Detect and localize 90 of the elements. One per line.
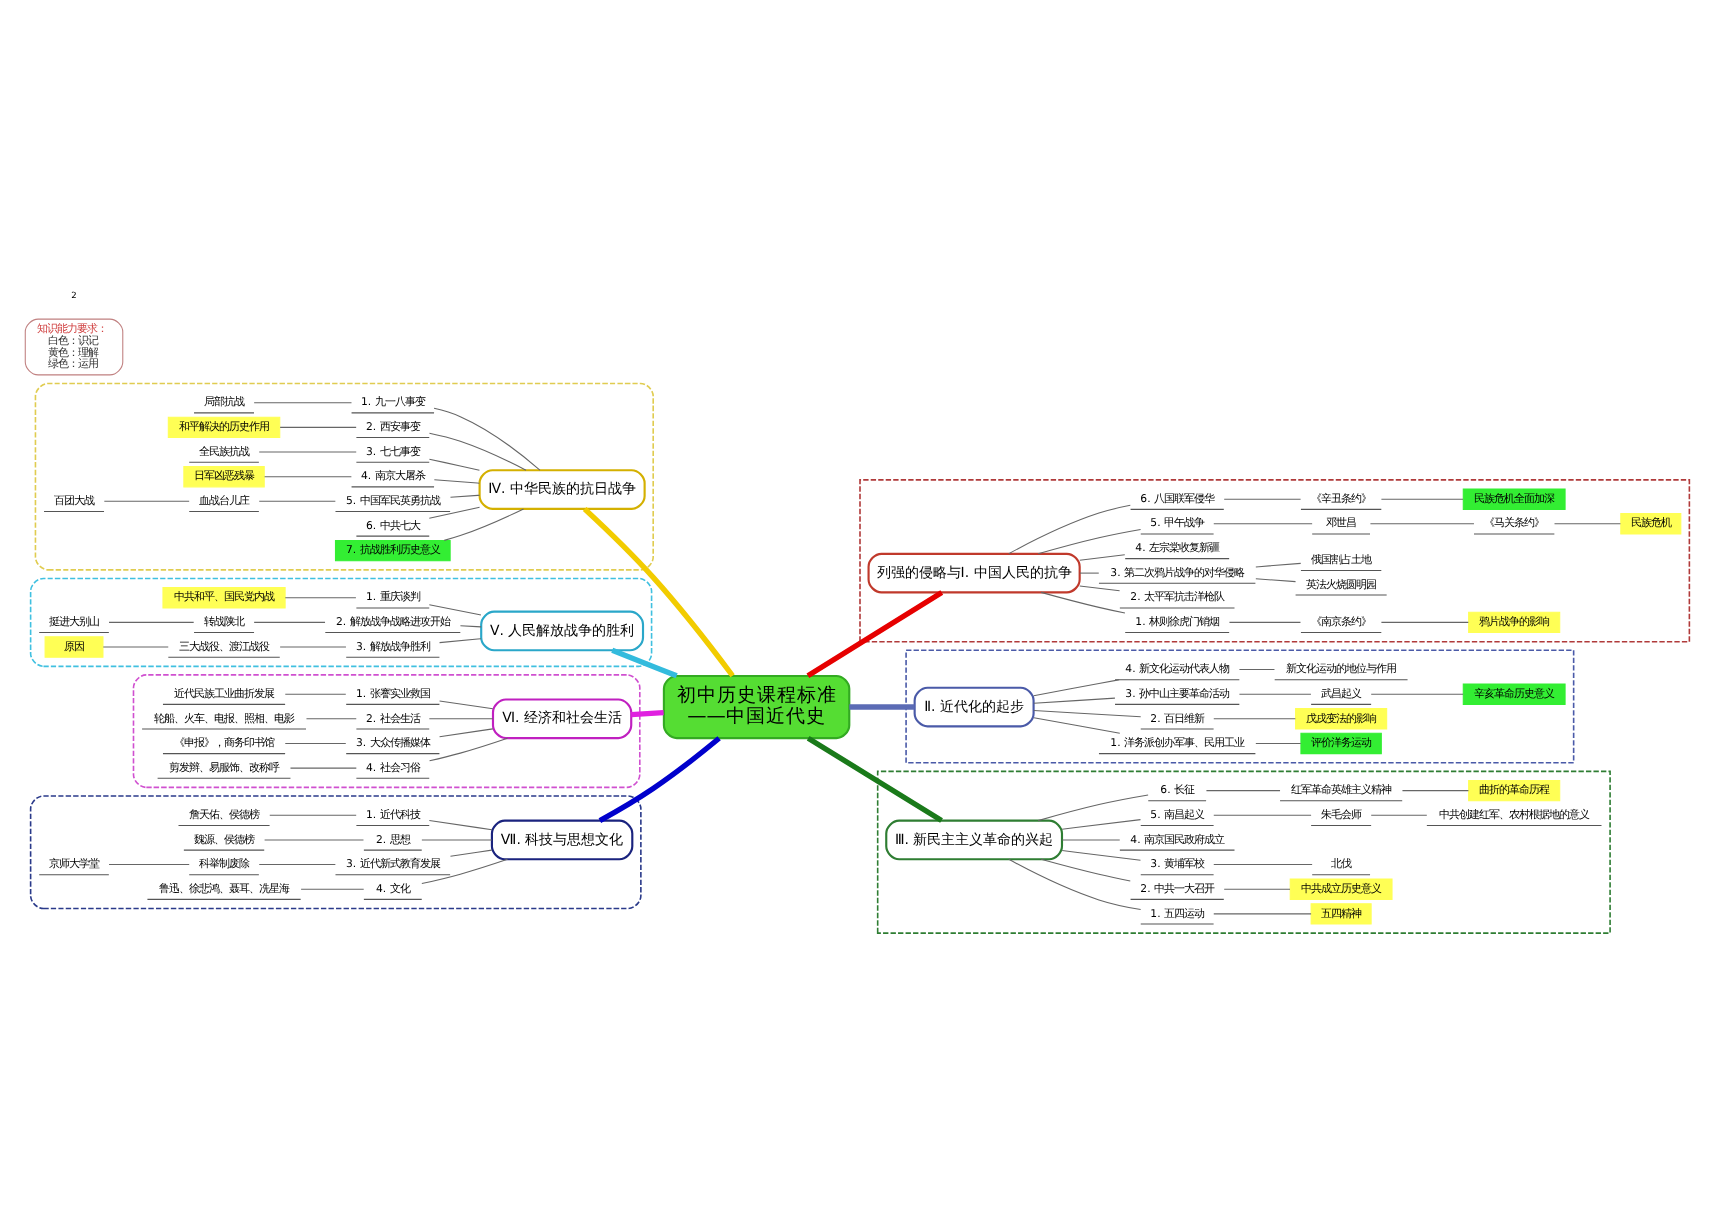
connector <box>421 857 509 884</box>
node-box: 初中历史课程标准 ——中国近代史 <box>662 673 851 739</box>
connector <box>1369 522 1475 524</box>
connector <box>429 736 509 761</box>
connector <box>631 709 664 717</box>
connector <box>1040 857 1131 881</box>
connector <box>1213 813 1312 815</box>
connector <box>1033 696 1116 703</box>
connector <box>1223 497 1302 499</box>
connector <box>1037 793 1149 821</box>
connector <box>1213 863 1313 865</box>
connector <box>1037 527 1142 554</box>
cluster <box>859 478 1691 642</box>
connector <box>264 838 364 840</box>
connector <box>806 589 944 678</box>
connector <box>1040 590 1126 613</box>
cluster <box>132 673 641 788</box>
connector <box>284 741 347 743</box>
connector <box>1061 818 1142 829</box>
connector <box>1380 497 1464 499</box>
connector <box>1033 708 1142 717</box>
connector <box>102 645 169 647</box>
connector <box>433 478 480 483</box>
connector <box>1223 887 1291 889</box>
connector <box>1370 813 1428 815</box>
connector <box>1008 857 1142 910</box>
connector <box>1401 789 1469 791</box>
connector <box>258 499 336 501</box>
connector <box>253 620 326 622</box>
connector <box>284 692 347 694</box>
connector <box>1033 716 1121 733</box>
connector <box>443 507 525 540</box>
connector <box>459 624 482 627</box>
connector <box>1213 522 1313 524</box>
connector <box>1079 571 1100 573</box>
connector <box>258 450 357 452</box>
connector <box>269 813 357 815</box>
connector <box>1255 577 1297 582</box>
connector <box>108 620 195 622</box>
connector <box>428 431 527 470</box>
connector <box>433 406 541 470</box>
connector <box>279 425 357 427</box>
cluster <box>29 794 642 909</box>
cluster <box>34 381 654 570</box>
connector <box>1380 620 1469 622</box>
connector <box>108 863 190 865</box>
connector <box>1238 692 1312 694</box>
connector <box>1008 503 1131 554</box>
connector <box>1213 717 1296 719</box>
connector <box>1238 668 1275 670</box>
connector <box>1553 522 1621 524</box>
connector <box>428 603 482 615</box>
connector <box>428 505 481 518</box>
connector <box>439 637 482 643</box>
connector <box>428 717 494 719</box>
connector <box>806 734 943 822</box>
connector <box>103 499 190 501</box>
connector <box>1370 692 1464 694</box>
connector <box>1061 838 1121 840</box>
connector <box>1205 789 1281 791</box>
connector <box>449 848 493 856</box>
connector <box>300 887 365 889</box>
connector <box>428 457 480 470</box>
connector <box>439 727 494 737</box>
cluster <box>905 648 1575 763</box>
connector <box>849 703 915 709</box>
connector <box>289 766 357 768</box>
connector <box>284 596 357 598</box>
connector <box>428 818 493 830</box>
connector <box>1255 561 1302 567</box>
connector <box>421 838 493 840</box>
connector <box>264 475 352 477</box>
connector <box>439 699 494 709</box>
connector <box>449 493 481 497</box>
connector <box>598 735 721 822</box>
cluster <box>876 769 1611 933</box>
connector <box>1255 741 1302 743</box>
connector <box>1079 553 1126 560</box>
connector <box>582 506 735 677</box>
connector <box>279 645 347 647</box>
connector <box>253 401 353 403</box>
connector <box>1213 912 1312 914</box>
connector <box>1228 620 1301 622</box>
connector <box>1033 678 1120 696</box>
connector <box>1079 584 1121 591</box>
cluster <box>29 576 653 667</box>
connector <box>258 863 336 865</box>
connector <box>611 646 678 678</box>
connector <box>1061 849 1142 860</box>
connector <box>305 717 357 719</box>
